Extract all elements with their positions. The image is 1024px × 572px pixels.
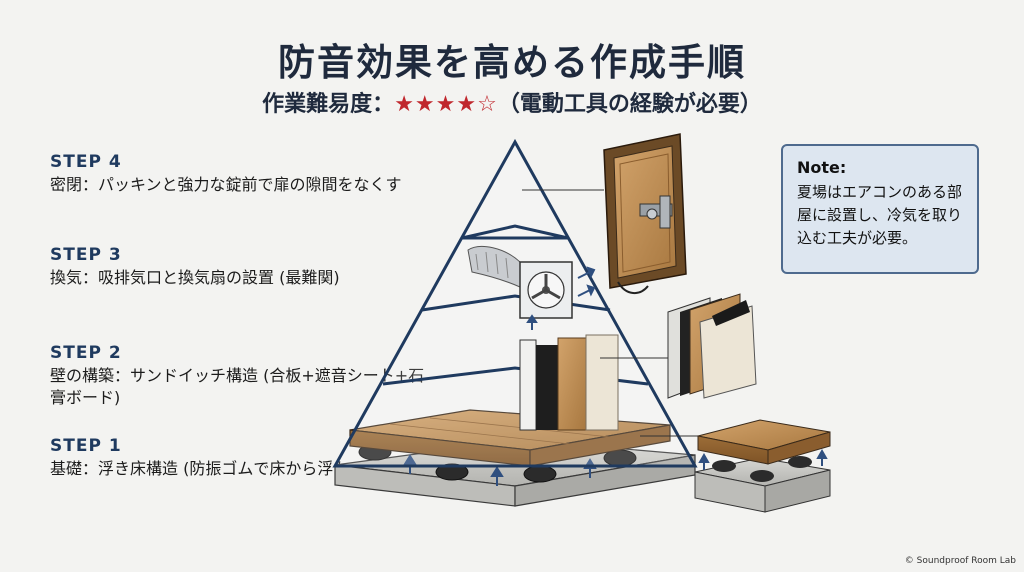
step-1: STEP 1 基礎：浮き床構造 (防振ゴムで床から浮かせる): [50, 436, 440, 480]
step-description: 換気：吸排気口と換気扇の設置 (最難関): [50, 268, 340, 287]
isolation-arrows: [403, 454, 597, 486]
ventilation-fan: [467, 246, 573, 319]
step-4: STEP 4 密閉：パッキンと強力な錠前で扉の隙間をなくす: [50, 152, 440, 196]
wall-layers-detail: [667, 293, 757, 399]
step-description: 壁の構築：サンドイッチ構造 (合板+遮音シート+石膏ボード): [50, 366, 425, 407]
difficulty-label: 作業難易度：: [262, 92, 395, 117]
floating-floor-detail: [694, 419, 831, 513]
note-title: Note:: [797, 158, 847, 177]
step-3: STEP 3 換気：吸排気口と換気扇の設置 (最難関): [50, 245, 440, 289]
difficulty-stars: ★★★★☆: [394, 92, 498, 117]
credit-text: © Soundproof Room Lab: [904, 556, 1016, 566]
airflow-arrows: [526, 266, 596, 330]
step-2: STEP 2 壁の構築：サンドイッチ構造 (合板+遮音シート+石膏ボード): [50, 343, 440, 409]
step-number: STEP 2: [50, 343, 122, 363]
leader-lines: [522, 189, 698, 437]
note-body: 夏場はエアコンのある部屋に設置し、冷気を取り込む工夫が必要。: [797, 183, 963, 247]
wall-sandwich-section: [519, 334, 619, 431]
step-number: STEP 3: [50, 245, 122, 265]
step-description: 密閉：パッキンと強力な錠前で扉の隙間をなくす: [50, 175, 402, 194]
soundproof-door: [603, 133, 687, 294]
note-box: Note: 夏場はエアコンのある部屋に設置し、冷気を取り込む工夫が必要。: [781, 144, 979, 274]
difficulty-line: 作業難易度：★★★★☆（電動工具の経験が必要）: [0, 86, 1024, 118]
step-number: STEP 1: [50, 436, 122, 456]
page-title: 防音効果を高める作成手順: [278, 41, 746, 84]
difficulty-note: （電動工具の経験が必要）: [497, 92, 762, 117]
step-description: 基礎：浮き床構造 (防振ゴムで床から浮かせる): [50, 459, 388, 478]
step-number: STEP 4: [50, 152, 122, 172]
